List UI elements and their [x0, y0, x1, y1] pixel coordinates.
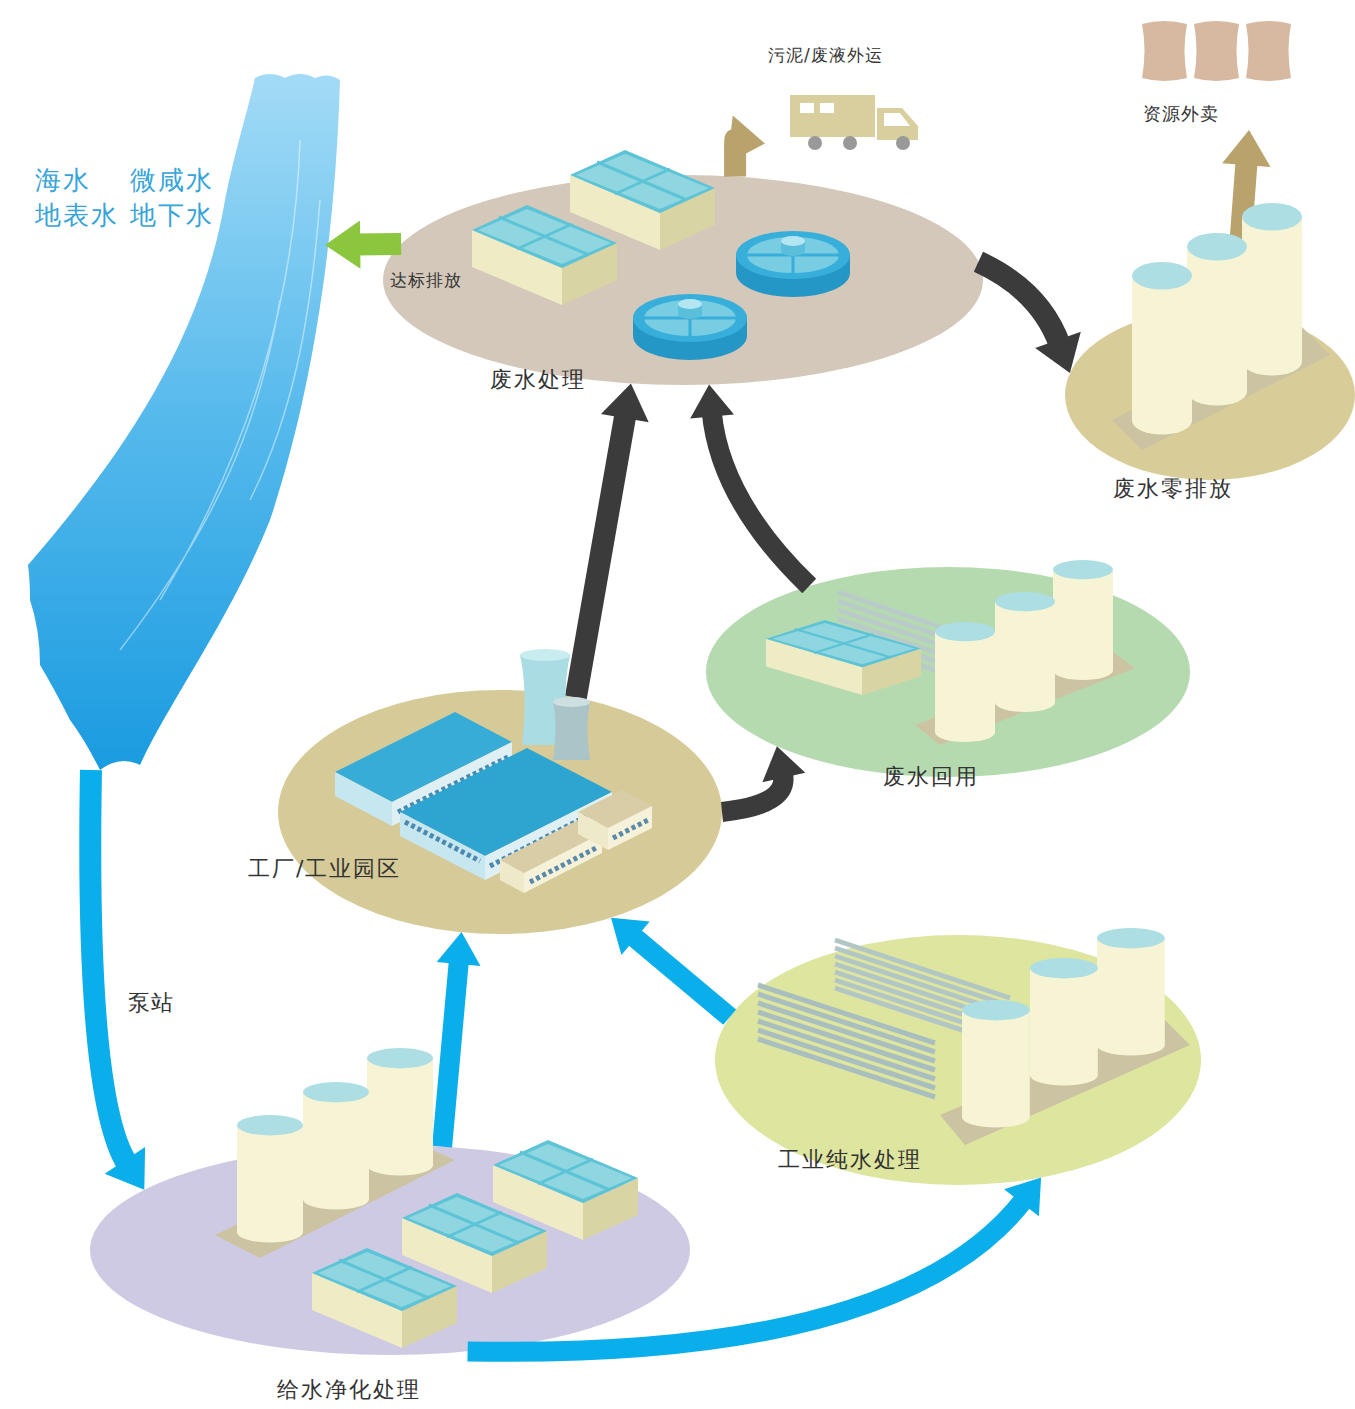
truck-icon [877, 108, 918, 140]
area-ellipse [706, 567, 1190, 777]
area-ellipse [383, 175, 983, 385]
waterfall-shape [28, 74, 340, 770]
flow-arrow [611, 918, 730, 1018]
process-area: 废水处理 [383, 175, 983, 425]
area-label: 工业纯水处理 [778, 1147, 922, 1173]
flow-label: 泵站 [128, 990, 174, 1016]
truck-icon [800, 103, 814, 113]
area-label: 工厂/工业园区 [248, 856, 401, 882]
arrow-head [1222, 130, 1270, 167]
area-label: 废水回用 [883, 764, 979, 790]
flow-line [632, 935, 730, 1017]
destination-icon: 污泥/废液外运 [765, 40, 925, 155]
area-ellipse [715, 935, 1201, 1185]
area-label: 污泥/废液外运 [768, 45, 883, 65]
sack-icons [1142, 21, 1187, 81]
truck-icon [896, 136, 910, 150]
sack-icons [1194, 21, 1239, 81]
flow-label: 达标排放 [390, 270, 462, 290]
area-label: 废水处理 [490, 367, 586, 393]
arrow-head [727, 115, 765, 163]
source-label: 地下水 [130, 200, 214, 231]
flow-arrow [1222, 130, 1270, 311]
area-label: 资源外卖 [1143, 103, 1219, 125]
factory-buildings [520, 649, 570, 661]
waterfall-shape [28, 74, 340, 770]
flow-line [576, 413, 626, 698]
sack-icons [1142, 21, 1291, 81]
water-streak [120, 140, 320, 650]
arrow-head [105, 1147, 145, 1190]
process-area: 废水零排放 [1065, 310, 1355, 510]
sack-icons [1246, 21, 1291, 81]
flow-arrow [978, 262, 1080, 373]
water-source: 海水 微咸水地表水地下水 [25, 70, 325, 770]
truck-icon [820, 103, 834, 113]
flow-arrow [90, 770, 145, 1190]
destination-icon: 资源外卖 [1130, 15, 1300, 130]
area-ellipse [90, 1145, 690, 1409]
arrow-head [611, 918, 650, 955]
flow-line [442, 959, 459, 1146]
area-label: 给水净化处理 [277, 1377, 421, 1403]
source-label: 海水 [35, 165, 91, 196]
arrow-head [1004, 1178, 1041, 1217]
process-area: 给水净化处理 [90, 1145, 690, 1409]
area-label: 废水零排放 [1113, 476, 1233, 502]
truck-icon [808, 136, 822, 150]
area-ellipse [240, 690, 722, 934]
flow-arrow [437, 932, 481, 1147]
arrow-head [601, 383, 649, 422]
source-label: 地表水 [35, 200, 119, 231]
flow-line [1235, 160, 1247, 311]
area-ellipse [90, 1145, 690, 1355]
arrow-head [437, 932, 481, 966]
flow-arrow [727, 115, 765, 176]
arrow-head [690, 385, 734, 419]
source-label: 微咸水 [130, 165, 214, 196]
process-area: 工厂/工业园区 [240, 690, 722, 934]
flow-arrow [722, 746, 805, 812]
truck-icon [790, 95, 875, 137]
truck-icon [884, 113, 910, 126]
flow-arrow [576, 383, 649, 697]
flow-line [90, 770, 128, 1165]
flow-line [712, 412, 810, 586]
area-ellipse [383, 175, 983, 425]
flow-arrow [690, 385, 809, 586]
truck-icon [790, 95, 918, 150]
arrow-head [325, 220, 361, 268]
area-ellipse [278, 690, 722, 934]
flow-line [978, 262, 1059, 345]
process-area: 工业纯水处理 [715, 935, 1201, 1185]
area-ellipse [1065, 310, 1355, 480]
flow-line [355, 233, 401, 256]
truck-icon [843, 136, 857, 150]
